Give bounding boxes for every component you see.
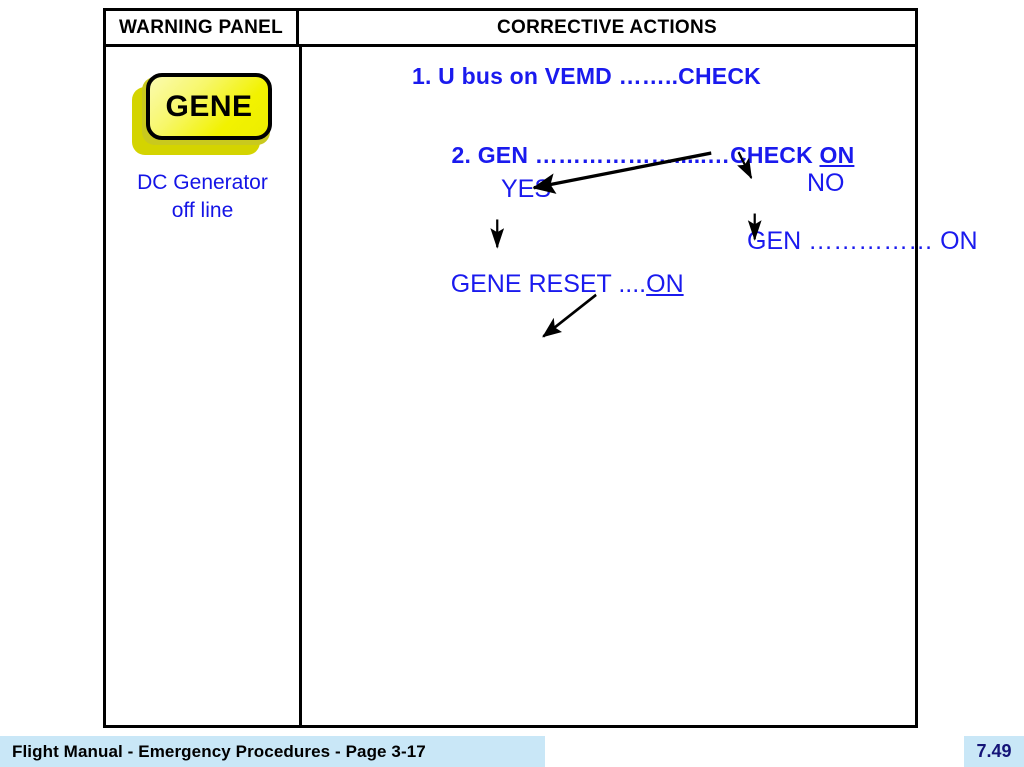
corrective-step-1: 1. U bus on VEMD ……..CHECK [412,63,761,89]
column-divider [299,47,302,725]
header-warning-panel: WARNING PANEL [106,11,299,44]
header-corrective-actions: CORRECTIVE ACTIONS [496,16,718,38]
footer-title: Flight Manual - Emergency Procedures - P… [0,736,545,767]
corrective-step-2-underlined: ON [819,142,855,168]
corrective-step-2-text: 2. GEN ……………….....…CHECK [451,142,820,168]
gene-warning-light-label: GENE [165,89,253,123]
page-footer: Flight Manual - Emergency Procedures - P… [0,736,1024,767]
footer-page-number: 7.49 [964,736,1024,767]
outcome-no-branch: GEN …………… ON [747,227,978,255]
table-header-row: WARNING PANEL CORRECTIVE ACTIONS [106,11,915,47]
gene-indicator: GENE [106,69,299,161]
gene-warning-light[interactable]: GENE [146,73,272,140]
corrective-actions-cell: 1. U bus on VEMD ……..CHECK 2. GEN ………………… [302,47,978,725]
gene-caption: DC Generator off line [106,169,299,225]
outcome-yes-underlined: ON [646,270,684,298]
branch-label-no: NO [807,169,845,197]
corrective-step-2: 2. GEN ……………….....…CHECK ON [412,115,855,196]
outcome-yes-text: GENE RESET .... [450,270,647,298]
procedure-table: WARNING PANEL CORRECTIVE ACTIONS GENE DC… [103,8,978,728]
branch-label-yes: YES [501,175,552,203]
outcome-yes-branch: GENE RESET ....ON [409,241,684,328]
gene-caption-line-2: off line [171,198,234,222]
gene-caption-line-1: DC Generator [137,171,268,194]
warning-panel-cell: GENE DC Generator off line [106,47,299,725]
